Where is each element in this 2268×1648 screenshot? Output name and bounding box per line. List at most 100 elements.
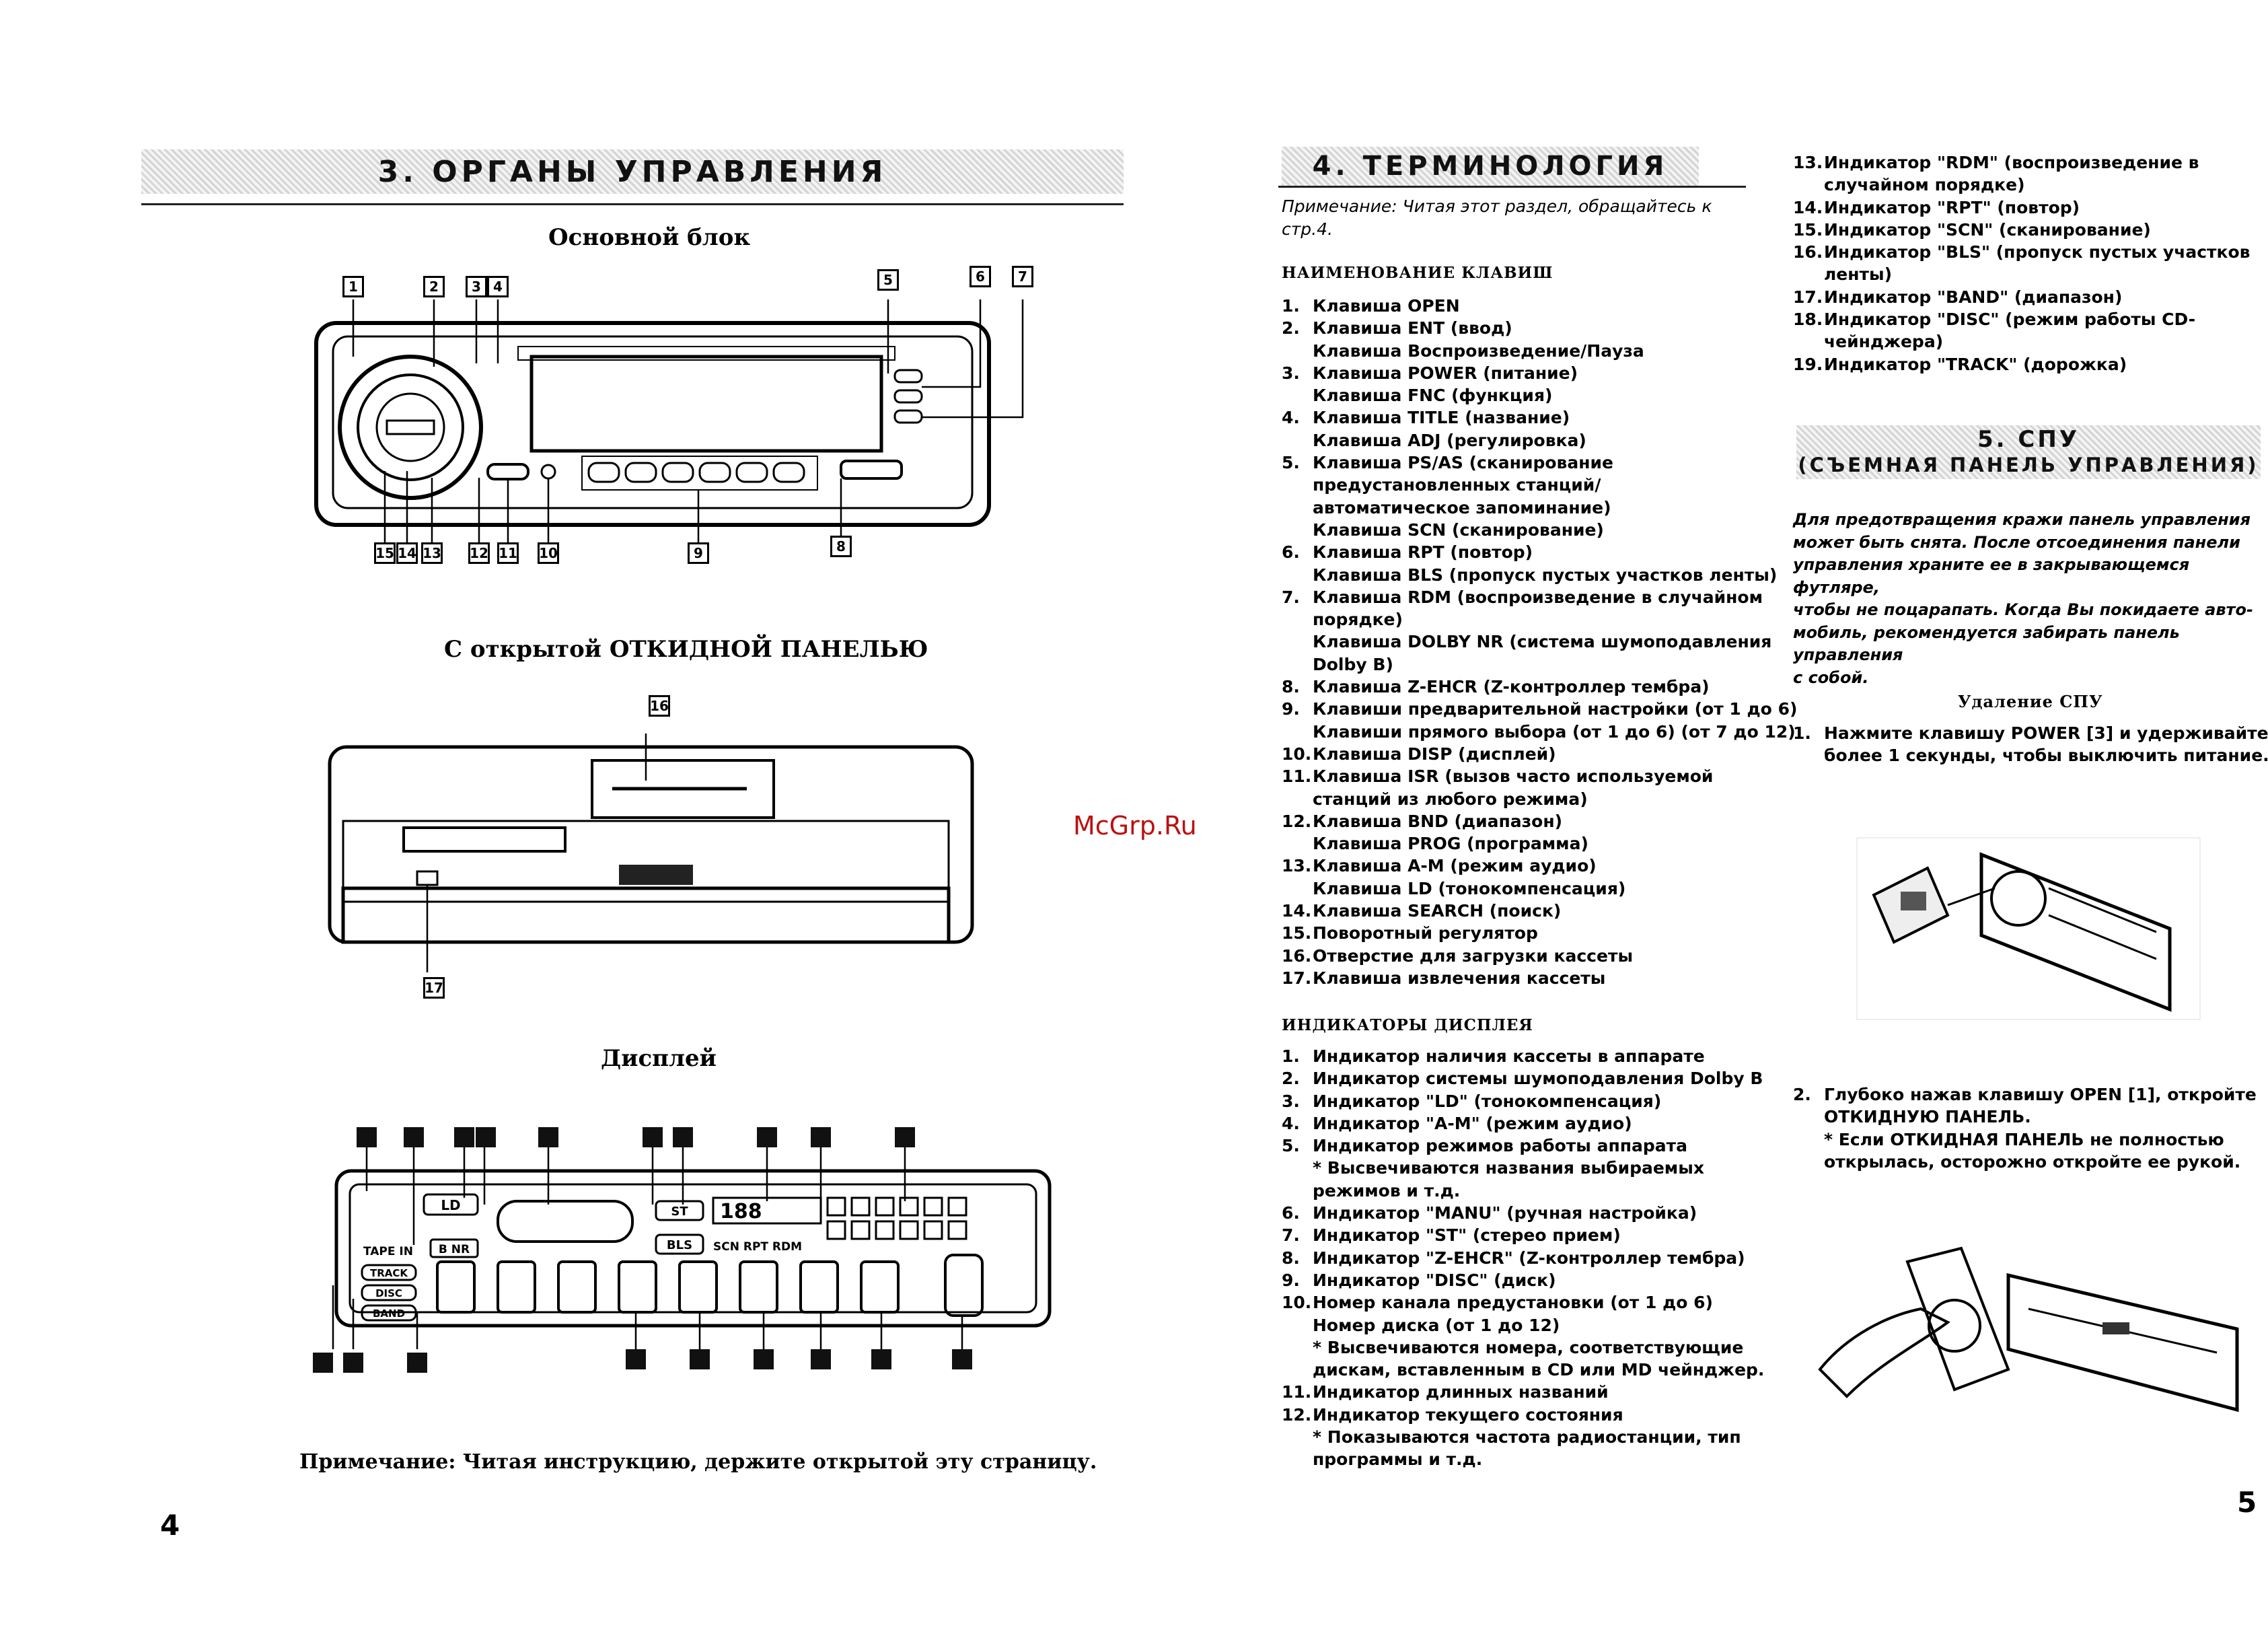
list-item: 10.Номер канала предустановки (от 1 до 6… [1282, 1291, 1766, 1381]
list-item-number: 16. [1793, 242, 1823, 262]
list-item-line: Индикатор "SCN" (сканирование) [1824, 219, 2151, 240]
list-item-number: 6. [1282, 1203, 1300, 1223]
list-item-line: ОТКИДНУЮ ПАНЕЛЬ. [1824, 1107, 2031, 1127]
note-line: Примечание: Читая этот раздел, обращайте… [1282, 196, 1712, 216]
list-item-line: Индикатор "BAND" (диапазон) [1824, 287, 2123, 307]
list-item-number: 2. [1282, 318, 1300, 338]
list-item-line: Поворотный регулятор [1313, 923, 1538, 943]
callout-7: 7 [1012, 266, 1033, 287]
list-item-text: Клавиша BND (диапазон)Клавиша PROG (прог… [1313, 810, 1588, 855]
list-item-line: дискам, вставленным в CD или MD чейнджер… [1313, 1360, 1765, 1380]
list-item-text: Клавиша SEARCH (поиск) [1313, 900, 1561, 922]
list-item-text: Клавиша POWER (питание)Клавиша FNC (функ… [1313, 362, 1578, 407]
list-item: 16.Отверстие для загрузки кассеты [1282, 945, 1766, 967]
section-3-rule [141, 203, 1124, 205]
disc-label: DISC [375, 1287, 402, 1299]
intro-line: чтобы не поцарапать. Когда Вы покидаете … [1793, 600, 2253, 619]
note-line: стр.4. [1282, 219, 1333, 239]
illustration-power-button [1856, 837, 2201, 1020]
list-item-text: Клавиша извлечения кассеты [1313, 967, 1605, 989]
list-item: 2. Клавиша ENT (ввод)Клавиша Воспроизведе… [1282, 317, 1766, 362]
list-item: 17.Индикатор "BAND" (диапазон) [1793, 286, 2251, 308]
main-unit-title: Основной блок [548, 224, 751, 251]
list-item-line: Клавиша Z-EHCR (Z-контроллер тембра) [1313, 677, 1710, 697]
list-item-line: Клавиша POWER (питание) [1313, 363, 1578, 383]
list-item-line: Номер диска (от 1 до 12) [1313, 1315, 1560, 1335]
intro-line: Для предотвращения кражи панель управлен… [1793, 510, 2251, 529]
page-number-5: 5 [2237, 1486, 2257, 1519]
list-item-number: 17. [1793, 287, 1823, 307]
list-item-line: Индикатор наличия кассеты в аппарате [1313, 1046, 1705, 1066]
list-item-line: Индикатор "Z-EHCR" (Z-контроллер тембра) [1313, 1248, 1745, 1268]
list-item-number: 1. [1793, 723, 1811, 743]
scn-rpt-rdm-label: SCN RPT RDM [713, 1240, 802, 1254]
callout-16: 16 [649, 695, 670, 717]
list-item-line: Индикатор длинных названий [1313, 1382, 1609, 1402]
list-item: 1.Клавиша OPEN [1282, 295, 1766, 317]
section-5-subtitle: (СЪЕМНАЯ ПАНЕЛЬ УПРАВЛЕНИЯ) [1798, 454, 2259, 476]
display-marker [754, 1349, 774, 1369]
list-item-number: 15. [1793, 219, 1823, 240]
list-item: 8. Индикатор "Z-EHCR" (Z-контроллер тембр… [1282, 1247, 1766, 1269]
list-item-line: Индикатор "ST" (стерео прием) [1313, 1225, 1621, 1246]
list-item-number: 13. [1282, 856, 1312, 876]
list-item-line: Клавиши прямого выбора (от 1 до 6) (от 7… [1313, 721, 1796, 742]
list-item-line: чейнджера) [1824, 332, 1944, 352]
callout-1: 1 [342, 276, 364, 297]
display-marker [690, 1349, 710, 1369]
open-panel-title: С открытой ОТКИДНОЙ ПАНЕЛЬЮ [444, 636, 928, 663]
list-item-number: 8. [1282, 1248, 1300, 1268]
list-item-number: 4. [1282, 408, 1300, 428]
list-item-line: режимов и т.д. [1313, 1180, 1461, 1201]
list-item-line: Клавиша Воспроизведение/Пауза [1313, 341, 1644, 361]
list-item: 7.Индикатор "ST" (стерео прием) [1282, 1224, 1766, 1246]
list-item-number: 16. [1282, 945, 1312, 966]
list-item-line: Клавиша ISR (вызов часто используемой [1313, 766, 1714, 787]
list-item-text: Клавиша Z-EHCR (Z-контроллер тембра) [1313, 676, 1710, 698]
list-item: 18.Индикатор "DISC" (режим работы CD-чей… [1793, 308, 2251, 353]
list-item-line: Клавиша BND (диапазон) [1313, 811, 1563, 831]
list-item: 15.Индикатор "SCN" (сканирование) [1793, 219, 2251, 241]
list-item-line: порядке) [1313, 610, 1403, 630]
removal-step-1: 1.Нажмите клавишу POWER [3] и удерживайт… [1793, 722, 2268, 767]
keys-header: НАИМЕНОВАНИЕ КЛАВИШ [1282, 264, 1553, 282]
list-item: 2. Индикатор системы шумоподавления Dolby… [1282, 1067, 1766, 1089]
list-item-number: 9. [1282, 699, 1300, 719]
list-item-text: Индикатор системы шумоподавления Dolby B [1313, 1067, 1763, 1089]
list-item-line: Клавиша TITLE (название) [1313, 408, 1570, 428]
list-item: 4.Индикатор "A-M" (режим аудио) [1282, 1112, 1766, 1135]
unit-faceplate [314, 321, 991, 527]
list-item-line: Клавиша SCN (сканирование) [1313, 520, 1604, 540]
callout-9: 9 [688, 542, 709, 564]
list-item-text: Индикатор "BLS" (пропуск пустых участков… [1824, 241, 2251, 286]
callout-8: 8 [830, 536, 852, 557]
list-item-line: Номер канала предустановки (от 1 до 6) [1313, 1293, 1713, 1313]
list-item-text: Клавиша ENT (ввод)Клавиша Воспроизведени… [1313, 317, 1644, 362]
band-label: BAND [373, 1307, 405, 1320]
list-item: 12.Индикатор текущего состояния* Показыв… [1282, 1404, 1766, 1471]
list-item-text: Индикатор длинных названий [1313, 1381, 1609, 1403]
list-item-line: * Высвечиваются номера, соответствующие [1313, 1337, 1744, 1357]
list-item-text: Поворотный регулятор [1313, 922, 1538, 944]
list-item-line: Индикатор "DISC" (диск) [1313, 1270, 1556, 1290]
list-item-number: 12. [1282, 1404, 1312, 1425]
list-item: 5.Индикатор режимов работы аппарата* Выс… [1282, 1135, 1766, 1202]
list-item: 1.Индикатор наличия кассеты в аппарате [1282, 1045, 1766, 1067]
list-item: 19.Индикатор "TRACK" (дорожка) [1793, 353, 2251, 375]
list-item-line: программы и т.д. [1313, 1449, 1483, 1470]
open-panel-diagram [328, 733, 974, 972]
tape-in-label: TAPE IN [363, 1245, 413, 1258]
list-item-line: Индикатор "TRACK" (дорожка) [1824, 354, 2127, 374]
list-item: 2.Глубоко нажав клавишу OPEN [1], открой… [1793, 1083, 2264, 1173]
list-item-number: 4. [1282, 1113, 1300, 1133]
intro-line: управления храните ее в закрывающемся фу… [1793, 555, 2190, 597]
list-item: 1.Нажмите клавишу POWER [3] и удерживайт… [1793, 722, 2268, 767]
section-3-title: 3. ОРГАНЫ УПРАВЛЕНИЯ [377, 154, 887, 189]
display-marker [357, 1127, 377, 1147]
list-item-number: 2. [1282, 1069, 1300, 1089]
callout-6: 6 [970, 266, 991, 287]
